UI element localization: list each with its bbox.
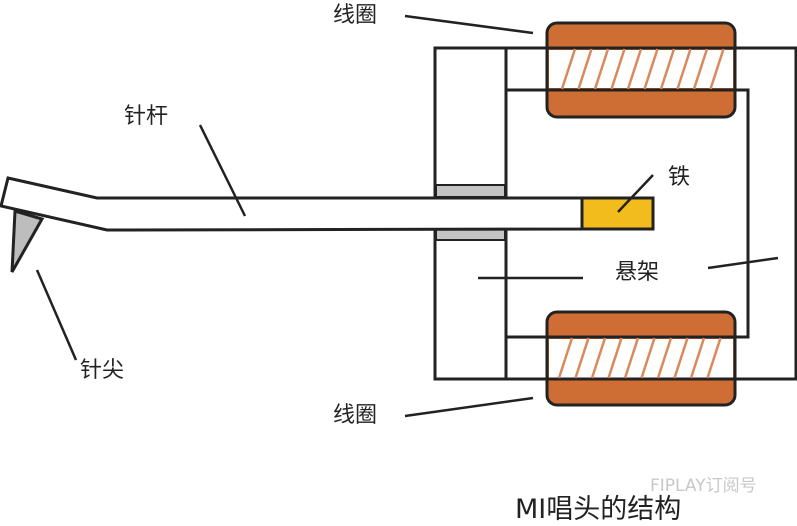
- label-coil-bottom: 线圈: [333, 403, 378, 428]
- coil-winding: [557, 337, 574, 379]
- leader-suspension-right: [707, 256, 779, 270]
- coil-winding: [623, 337, 640, 379]
- coil-winding: [689, 337, 706, 379]
- spacer-top: [435, 184, 506, 198]
- coil-winding: [590, 337, 607, 379]
- leader-iron: [617, 174, 654, 213]
- label-iron: 铁: [668, 165, 691, 190]
- leader-cantilever: [198, 124, 247, 217]
- coil-winding: [676, 48, 692, 90]
- coil-winding: [593, 48, 610, 90]
- leader-stylus: [35, 269, 78, 361]
- iron-piece: [580, 196, 655, 231]
- coil-winding: [709, 48, 725, 90]
- coil-winding: [577, 48, 593, 90]
- coil-bottom: [435, 310, 796, 407]
- coil-winding: [659, 48, 676, 90]
- stylus-tip: [10, 209, 45, 273]
- coil-winding: [610, 48, 626, 90]
- coil-winding: [692, 48, 709, 90]
- leader-coil-top: [404, 14, 534, 35]
- watermark: FIPLAY订阅号: [650, 476, 757, 496]
- coil-winding: [643, 48, 659, 90]
- coil-winding: [706, 337, 722, 379]
- label-suspension: 悬架: [615, 260, 660, 285]
- label-coil-top: 线圈: [333, 3, 378, 28]
- coil-winding: [574, 337, 590, 379]
- coil-winding: [626, 48, 643, 90]
- coil-winding: [560, 48, 577, 90]
- label-stylus-tip: 针尖: [80, 358, 125, 383]
- coil-winding: [656, 337, 673, 379]
- coil-winding: [673, 337, 689, 379]
- diagram-title: MI唱头的结构: [515, 494, 682, 525]
- coil-winding: [607, 337, 623, 379]
- coil-top: [506, 21, 796, 119]
- leader-coil-bottom: [404, 396, 534, 418]
- label-cantilever: 针杆: [124, 104, 169, 129]
- coil-winding: [640, 337, 656, 379]
